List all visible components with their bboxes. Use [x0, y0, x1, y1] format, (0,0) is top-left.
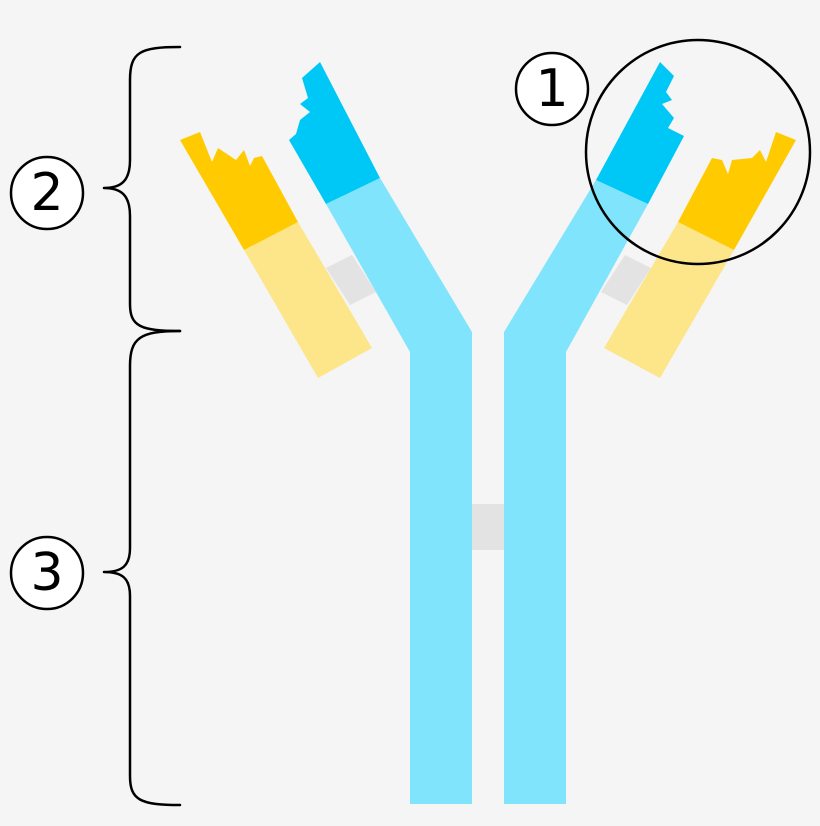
label-1-text: 1 [535, 59, 568, 119]
left-heavy-chain-constant-arm [326, 178, 472, 352]
right-light-chain-constant-domain [604, 222, 734, 378]
label-3-text: 3 [30, 543, 63, 603]
label-3: 3 [9, 535, 85, 611]
antigen-binding-site-circle [584, 38, 812, 266]
right-light-chain-variable-domain [678, 132, 796, 250]
left-heavy-chain-stem [410, 332, 472, 804]
left-light-chain-variable-domain [180, 132, 298, 250]
label-2-text: 2 [30, 163, 63, 223]
left-disulfide-bond [326, 255, 376, 305]
label-1: 1 [514, 51, 590, 127]
fc-region-brace [102, 329, 182, 807]
label-1-circle [514, 51, 590, 127]
left-heavy-chain-variable-domain [289, 62, 380, 204]
hinge-disulfide-bond [472, 504, 504, 550]
label-2-circle [9, 155, 85, 231]
label-3-circle [9, 535, 85, 611]
right-disulfide-bond [601, 255, 651, 305]
right-heavy-chain-stem [504, 332, 566, 804]
label-2: 2 [9, 155, 85, 231]
fab-region-brace [102, 45, 182, 333]
right-heavy-chain-variable-domain [596, 62, 684, 204]
left-light-chain-constant-domain [244, 222, 372, 378]
